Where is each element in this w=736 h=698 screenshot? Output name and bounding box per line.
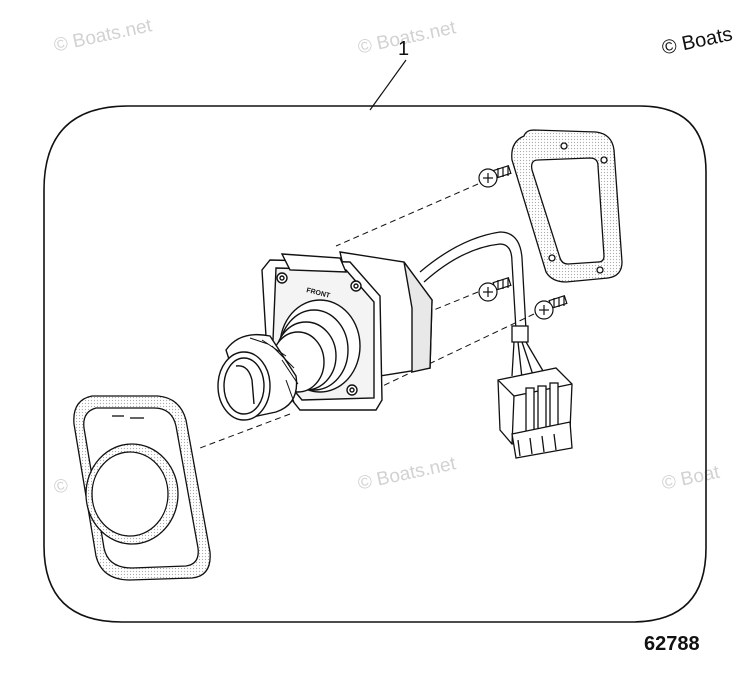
callout-number: 1 <box>398 38 410 60</box>
screw-top <box>478 164 512 188</box>
callout-leader <box>369 59 407 111</box>
switch-body <box>217 251 433 421</box>
figure-number: 62788 <box>644 633 700 655</box>
gasket <box>511 129 623 283</box>
screw-lower <box>534 294 568 320</box>
harness-connector <box>497 367 573 459</box>
kit-boundary <box>43 105 707 623</box>
switch-bezel <box>73 395 211 581</box>
switch-cable <box>419 231 547 379</box>
knob-ribs <box>249 337 299 403</box>
screw-middle <box>478 276 512 302</box>
